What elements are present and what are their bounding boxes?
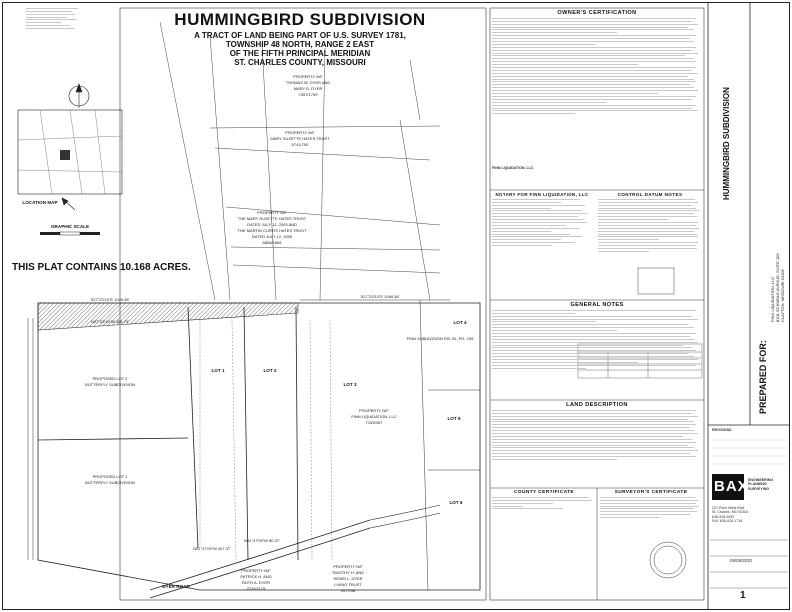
general-notes-heading: GENERAL NOTES	[570, 302, 624, 308]
county-certificate: COUNTY CERTIFICATE	[492, 490, 596, 535]
lot2-label: LOT 2	[263, 368, 276, 373]
finn-pb-label: FINN SUBDIVISION P.B. 51, PG. 159	[407, 336, 475, 341]
surveyor-cert-heading: SURVEYOR'S CERTIFICATE	[614, 490, 688, 495]
firm-address-3: 636-928-5552	[712, 514, 735, 519]
notary-block: NOTARY FOR FINN LIQUIDATION, LLC	[492, 192, 592, 297]
prop-mary2-1: THE MARY SUZETTE HATES TRUST	[238, 216, 307, 221]
prop-dyer-1: THOMAS W. DYER AND	[286, 80, 331, 85]
plat-header: HUMMINGBIRD SUBDIVISION A TRACT OF LAND …	[130, 10, 470, 67]
acreage-note: THIS PLAT CONTAINS 10.168 ACRES.	[12, 262, 191, 273]
location-map-label: LOCATION MAP	[22, 200, 57, 205]
vertical-project-title: HUMMINGBIRD SUBDIVISION	[722, 87, 731, 200]
prop-patrick-0: PROPERTY N/F	[241, 568, 271, 573]
lot6-label: LOT 6	[449, 500, 462, 505]
control-datum-heading: CONTROL DATUM NOTES	[617, 192, 683, 197]
prop-mary2-0: PROPERTY N/F	[257, 210, 287, 215]
prop-dyer-3: 7357/1709	[299, 92, 319, 97]
plat-subtitle-2: TOWNSHIP 48 NORTH, RANGE 2 EAST	[225, 40, 375, 49]
owner-name: FINN LIQUIDATION, LLC	[492, 166, 534, 170]
recording-stamp	[26, 6, 86, 46]
prop-mary1-2: 6741/750	[292, 142, 309, 147]
prop-mary2-4: DATED JULY 12, 2005	[252, 234, 293, 239]
land-description-heading: LAND DESCRIPTION	[566, 402, 628, 408]
dyer-road-label: DYER ROAD	[162, 584, 190, 589]
plat-subtitle-1: A TRACT OF LAND BEING PART OF U.S. SURVE…	[194, 31, 406, 40]
proposed-lot1-label: PROPOSED LOT 1	[93, 474, 129, 479]
prop-timothy-2: HENRI L. DYER	[333, 576, 362, 581]
firm-name-2: PLANNING	[748, 482, 767, 487]
prop-finn-1: FINN LIQUIDATION, LLC	[351, 414, 396, 419]
firm-logo-text: BAX	[714, 478, 749, 495]
bearing-4: N01°47'09"W 80.37'	[244, 538, 280, 543]
bearing-3: S27°23'10"E 1049.38'	[361, 294, 400, 299]
graphic-scale-label: GRAPHIC SCALE	[51, 224, 89, 229]
control-datum: CONTROL DATUM NOTES	[598, 192, 702, 295]
surveyor-certificate: SURVEYOR'S CERTIFICATE	[600, 490, 702, 541]
prop-finn-0: PROPERTY N/F	[359, 408, 389, 413]
lot3-label: LOT 3	[343, 382, 356, 387]
owner-cert-heading: OWNER'S CERTIFICATION	[557, 10, 637, 16]
bearing-5: N01°47'09"W 407.37'	[193, 546, 231, 551]
prop-timothy-0: PROPERTY N/F	[333, 564, 363, 569]
prop-mary2-5: 6806/1665	[263, 240, 283, 245]
scale-bar-icon	[40, 231, 100, 236]
plat-subtitle-3: OF THE FIFTH PRINCIPAL MERIDIAN	[229, 49, 371, 58]
proposed-lot1-sub: BUTTERFLY SUBDIVISION	[85, 480, 135, 485]
sheet-date: 09/08/2020	[730, 558, 752, 563]
firm-logo-icon	[712, 474, 744, 500]
sheet-number: 1	[740, 590, 746, 601]
notary-heading: NOTARY FOR FINN LIQUIDATION, LLC	[495, 192, 589, 197]
prop-dyer-2: MARY D. DYER	[294, 86, 323, 91]
general-notes: GENERAL NOTES	[492, 302, 702, 400]
firm-name-3: SURVEYING	[748, 486, 770, 491]
firm-address-2: St. Charles, MO 63301	[712, 510, 749, 515]
proposed-lot2-sub: BUTTERFLY SUBDIVISION	[85, 382, 135, 387]
prop-patrick-3: 2376/1179	[247, 586, 266, 591]
surveyor-seal-icon	[649, 541, 687, 579]
prop-finn-2: 7159/457	[366, 420, 383, 425]
owner-certification: OWNER'S CERTIFICATION FINN LIQUIDATION, …	[492, 10, 702, 170]
prop-mary2-3: THE MARTIN CURTIS HATES TRUST	[238, 228, 307, 233]
prop-mary1-1: MARY SUZETTE HATES TRUST	[270, 136, 330, 141]
parcel-labels: LOT 1 LOT 2 LOT 3 LOT 4 LOT 5 LOT 6 PROP…	[22, 74, 474, 593]
prop-mary1-0: PROPERTY N/F	[285, 130, 315, 135]
prop-patrick-1: PATRICK H. AND	[240, 574, 271, 579]
north-arrow-icon	[68, 83, 90, 108]
prop-patrick-2: RUTH A. DYER	[242, 580, 270, 585]
land-description: LAND DESCRIPTION	[492, 402, 702, 488]
client-line-3: CLAYTON, MISSOURI 63105	[780, 269, 785, 322]
prop-timothy-4: 2077/38	[341, 588, 356, 593]
firm-address-4: FAX 636-928-1718	[712, 519, 743, 524]
county-cert-heading: COUNTY CERTIFICATE	[513, 490, 575, 495]
prop-dyer-0: PROPERTY N/F	[293, 74, 323, 79]
lot5-label: LOT 5	[447, 416, 460, 421]
prop-timothy-1: TIMOTHY H. AND	[332, 570, 364, 575]
plat-title: HUMMINGBIRD SUBDIVISION	[174, 10, 426, 29]
prepared-for-label: PREPARED FOR:	[758, 340, 768, 414]
firm-name: ENGINEERING PLANNING SURVEYING	[748, 478, 773, 491]
revisions-heading: REVISIONS	[712, 428, 732, 432]
firm-address-1: 221 Point West Blvd.	[712, 506, 746, 510]
plat-subtitle-4: ST. CHARLES COUNTY, MISSOURI	[234, 58, 366, 67]
proposed-lot2-label: PROPOSED LOT 2	[93, 376, 129, 381]
prop-mary2-2: DATED JULY 12, 2005 AND	[247, 222, 297, 227]
bearing-2: N27°23'10"W 356.79'	[91, 319, 129, 324]
bearing-1: S27°23'10"E 1049.38'	[91, 297, 130, 302]
lot1-label: LOT 1	[211, 368, 224, 373]
prop-timothy-3: LIVING TRUST	[334, 582, 362, 587]
lot4-label: LOT 4	[453, 320, 466, 325]
client-block: FINN LIQUIDATION, LLC 8101 SCHMOLE AVENU…	[770, 253, 785, 322]
firm-address: 221 Point West Blvd. St. Charles, MO 633…	[712, 506, 749, 524]
firm-name-1: ENGINEERING	[748, 478, 774, 482]
